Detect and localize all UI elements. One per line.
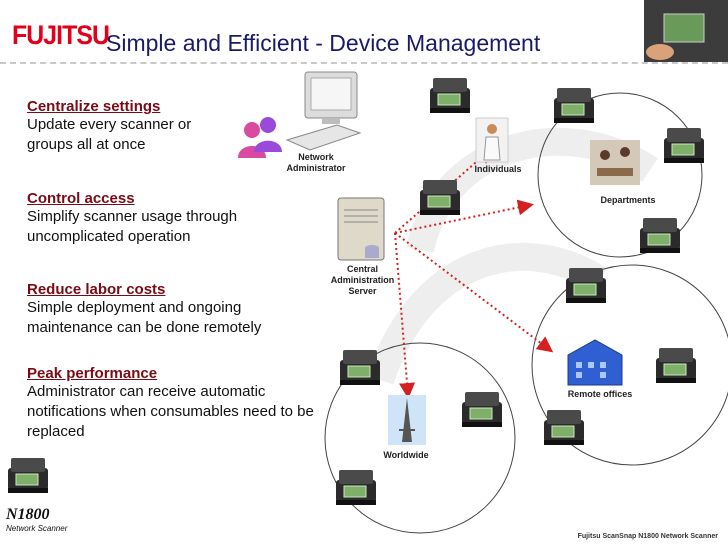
departments-meeting-icon bbox=[590, 140, 640, 185]
scanner-icon-remote-1 bbox=[565, 267, 607, 304]
feature-peak-performance: Peak performance Administrator can recei… bbox=[27, 365, 319, 442]
feature-heading: Reduce labor costs bbox=[27, 281, 166, 298]
eiffel-tower-icon bbox=[388, 395, 426, 445]
remote-offices-circle bbox=[531, 264, 728, 466]
feature-body: Simple deployment and ongoing maintenanc… bbox=[27, 299, 262, 336]
departments-label: Departments bbox=[600, 195, 656, 205]
scanner-icon-dept-3 bbox=[639, 217, 681, 254]
scanner-icon-individuals-2 bbox=[419, 179, 461, 216]
feature-control-access: Control access Simplify scanner usage th… bbox=[27, 190, 289, 247]
network-admin-label: Network Administrator bbox=[286, 152, 346, 173]
central-server-label: Central Administration Server bbox=[330, 264, 395, 296]
feature-heading: Peak performance bbox=[27, 365, 158, 382]
feature-body: Administrator can receive automatic noti… bbox=[27, 383, 314, 440]
central-server-icon bbox=[337, 197, 385, 261]
individuals-label: Individuals bbox=[474, 164, 522, 174]
product-line: Network Scanner bbox=[6, 524, 68, 533]
fujitsu-logo: FUJITSU bbox=[12, 20, 110, 50]
feature-centralize-settings: Centralize settings Update every scanner… bbox=[27, 98, 227, 155]
individual-person-icon bbox=[475, 117, 509, 163]
product-badge: N1800 Network Scanner bbox=[6, 506, 67, 533]
scanner-icon-dept-1 bbox=[553, 87, 595, 124]
header-divider bbox=[0, 62, 728, 64]
feature-body: Update every scanner or groups all at on… bbox=[27, 116, 192, 153]
footer-caption: Fujitsu ScanSnap N1800 Network Scanner bbox=[577, 533, 718, 540]
scanner-icon-world-1 bbox=[339, 349, 381, 386]
feature-body: Simplify scanner usage through uncomplic… bbox=[27, 208, 238, 245]
departments-circle bbox=[537, 92, 703, 258]
scanner-icon-dept-2 bbox=[663, 127, 705, 164]
worldwide-circle bbox=[324, 342, 516, 534]
remote-offices-label: Remote offices bbox=[567, 389, 633, 399]
connection-arrows bbox=[394, 147, 554, 399]
feature-reduce-labor-costs: Reduce labor costs Simple deployment and… bbox=[27, 281, 319, 338]
feature-heading: Control access bbox=[27, 190, 135, 207]
feature-heading: Centralize settings bbox=[27, 98, 161, 115]
scanner-usage-photo bbox=[644, 0, 728, 62]
scanner-icon-individuals-1 bbox=[429, 77, 471, 114]
scanner-icon-remote-2 bbox=[655, 347, 697, 384]
worldwide-label: Worldwide bbox=[383, 450, 429, 460]
scanner-icon-world-2 bbox=[461, 391, 503, 428]
users-icon bbox=[238, 117, 282, 158]
scanner-icon-world-3 bbox=[335, 469, 377, 506]
scanner-icon-remote-3 bbox=[543, 409, 585, 446]
product-model: N1800 bbox=[6, 506, 50, 523]
page-title: Simple and Efficient - Device Management bbox=[106, 30, 541, 56]
product-scanner-image bbox=[7, 457, 49, 494]
office-building-icon bbox=[567, 339, 623, 386]
network-admin-computer-icon bbox=[285, 71, 362, 151]
